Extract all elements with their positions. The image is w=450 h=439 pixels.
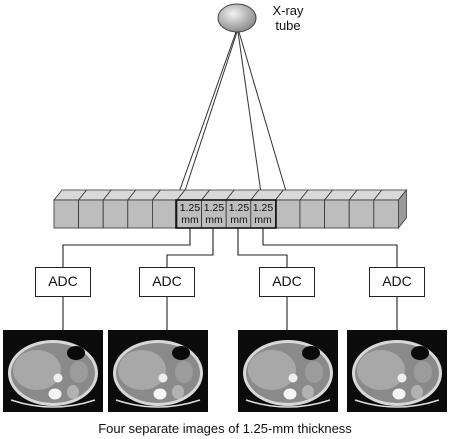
ct-table [115, 399, 201, 408]
detector-segment [225, 199, 252, 229]
ct-aorta [53, 373, 63, 383]
active-segments-outline [175, 199, 277, 229]
segment-label-3-value: 1.25 [228, 202, 250, 214]
segment-label-1: 1.25 mm [177, 202, 203, 226]
ct-spleen [70, 361, 88, 383]
segment-label-3-unit: mm [230, 214, 248, 226]
ct-kidney [302, 385, 314, 399]
ct-slice-drawing [347, 330, 447, 412]
ct-stomach-air [302, 346, 320, 360]
adc-box-2: ADC [139, 267, 195, 297]
ct-spleen [305, 361, 323, 383]
xray-tube-icon [217, 3, 257, 33]
ct-image-2 [108, 330, 208, 412]
ct-table [10, 399, 96, 408]
segment-label-4-value: 1.25 [252, 202, 274, 214]
detector-segment [102, 199, 129, 229]
ct-vertebra [48, 388, 62, 400]
ct-kidney [172, 385, 184, 399]
adc-box-3: ADC [259, 267, 315, 297]
ct-liver [13, 350, 61, 390]
detector-segment [274, 199, 301, 229]
segment-label-4: 1.25 mm [250, 202, 276, 226]
ct-aorta [288, 373, 298, 383]
detector-segment [78, 199, 104, 229]
ct-aorta [158, 373, 168, 383]
ct-slice-drawing [238, 330, 338, 412]
xray-tube-label: X-ray tube [258, 3, 318, 33]
signal-wires [62, 228, 398, 330]
segment-label-2-unit: mm [205, 214, 223, 226]
segment-label-4-unit: mm [254, 214, 272, 226]
detector-segment [53, 199, 80, 229]
ct-image-3 [238, 330, 338, 412]
adc-box-4: ADC [369, 267, 425, 297]
ct-table [245, 399, 331, 408]
ct-spleen [175, 361, 193, 383]
detector-segment [250, 199, 276, 229]
ct-stomach-air [67, 346, 85, 360]
ct-slice-drawing [108, 330, 208, 412]
segment-label-2-value: 1.25 [203, 202, 225, 214]
xray-beam [176, 31, 289, 201]
ct-liver [248, 350, 296, 390]
ct-table [354, 399, 440, 408]
detector-segment [151, 199, 178, 229]
segment-label-3: 1.25 mm [226, 202, 252, 226]
detector-segment [348, 199, 375, 229]
ct-image-4 [347, 330, 447, 412]
tube-label-line1: X-ray [272, 3, 304, 18]
ct-kidney [67, 385, 79, 399]
ct-kidney [411, 385, 423, 399]
ct-spleen [414, 361, 432, 383]
ct-aorta [397, 373, 407, 383]
ct-liver [357, 350, 405, 390]
detector-segment [324, 199, 350, 229]
detector-row [53, 188, 408, 230]
ct-stomach-air [411, 346, 429, 360]
detector-segment [299, 199, 326, 229]
detector-segment [373, 199, 399, 229]
ct-vertebra [153, 388, 167, 400]
ct-image-1 [3, 330, 103, 412]
ct-stomach-air [172, 346, 190, 360]
detector-segment [201, 199, 227, 229]
ct-liver [118, 350, 166, 390]
detector-row-side [397, 188, 407, 230]
segment-label-1-unit: mm [181, 214, 199, 226]
segment-label-2: 1.25 mm [201, 202, 227, 226]
ct-vertebra [283, 388, 297, 400]
detector-segment [176, 199, 203, 229]
detector-segment [127, 199, 153, 229]
tube-label-line2: tube [275, 18, 301, 33]
ct-vertebra [392, 388, 406, 400]
figure-caption: Four separate images of 1.25-mm thicknes… [98, 421, 352, 436]
segment-label-1-value: 1.25 [179, 202, 201, 214]
adc-box-1: ADC [35, 267, 91, 297]
ct-slice-drawing [3, 330, 103, 412]
